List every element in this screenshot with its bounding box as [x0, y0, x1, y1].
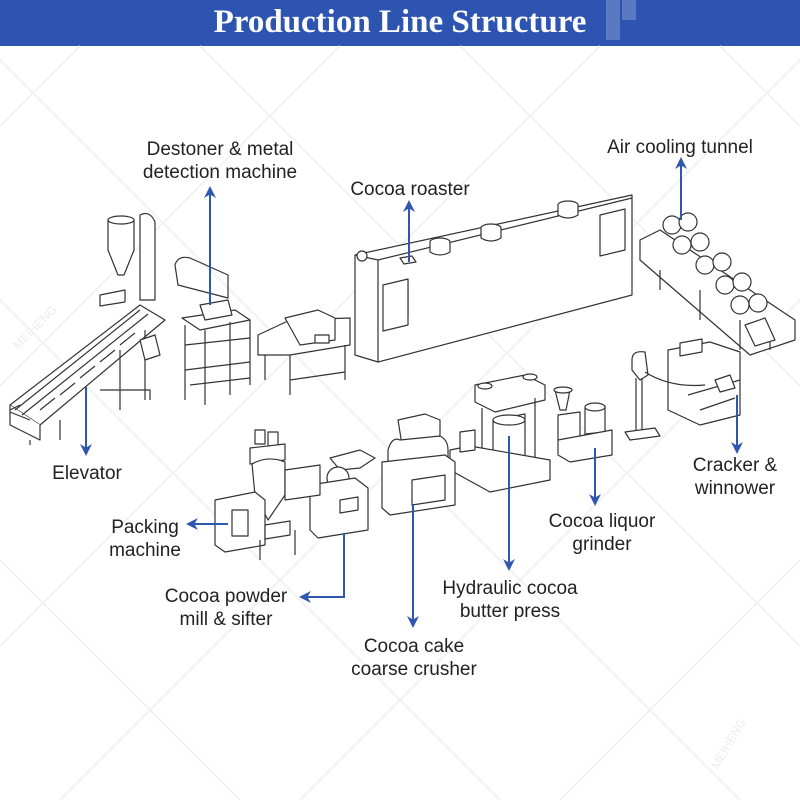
roaster-machine [354, 194, 633, 363]
label-line: Hydraulic cocoa [442, 578, 578, 599]
label-destoner: Destoner & metal detection machine [120, 138, 320, 184]
watermark-text: MEIHENG [708, 716, 748, 772]
packing-machine [214, 429, 321, 560]
label-line: grinder [572, 534, 632, 555]
label-mill: Cocoa powder mill & sifter [150, 585, 302, 631]
label-crusher: Cocoa cake coarse crusher [330, 635, 498, 681]
label-line: winnower [694, 478, 776, 499]
label-line: Cocoa powder [164, 586, 288, 607]
header-decoration [606, 0, 620, 40]
elevator-machine [9, 212, 166, 445]
label-line: Destoner & metal [146, 139, 294, 160]
label-line: Cocoa roaster [350, 179, 470, 200]
header-banner: Production Line Structure [0, 0, 800, 46]
watermark-text: MEIHENG [10, 303, 60, 353]
label-packing: Packing machine [98, 516, 192, 562]
label-elevator: Elevator [38, 462, 136, 485]
page-title: Production Line Structure [213, 4, 587, 40]
label-line: Air cooling tunnel [607, 137, 753, 158]
label-line: Packing [111, 517, 179, 538]
label-cracker: Cracker & winnower [670, 454, 800, 500]
label-line: coarse crusher [351, 659, 477, 680]
label-liquor: Cocoa liquor grinder [528, 510, 676, 556]
coarse-crusher-machine [381, 413, 456, 516]
label-line: Elevator [52, 463, 122, 484]
label-line: butter press [459, 601, 561, 622]
butter-press-machine [449, 373, 551, 493]
liquor-grinder-machine [553, 386, 613, 463]
header-decoration [622, 0, 636, 20]
cracker-winnower-machine [624, 338, 741, 441]
label-cooling: Air cooling tunnel [590, 136, 770, 159]
label-press: Hydraulic cocoa butter press [420, 577, 600, 623]
label-line: machine [109, 540, 181, 561]
destoner-machine [174, 256, 351, 405]
label-roaster: Cocoa roaster [330, 178, 490, 201]
roaster-exhaust [429, 200, 579, 256]
cooling-tunnel-machine [639, 212, 796, 356]
label-line: Cocoa liquor [548, 511, 656, 532]
label-line: detection machine [142, 162, 298, 183]
label-line: mill & sifter [179, 609, 273, 630]
label-line: Cracker & [692, 455, 778, 476]
label-line: Cocoa cake [363, 636, 465, 657]
arrow-mill [299, 533, 345, 603]
powder-mill-machine [309, 449, 376, 539]
